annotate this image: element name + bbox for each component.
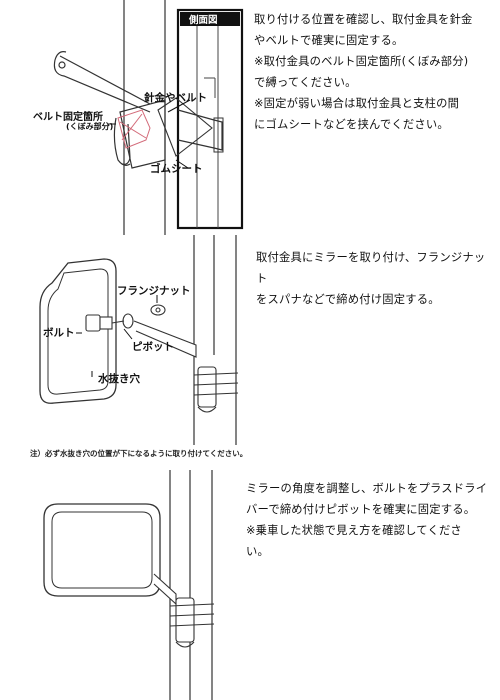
callout-drain-hole: 水抜き穴: [98, 373, 140, 385]
step2-line: をスパナなどで締め付け固定する。: [256, 293, 440, 306]
callout-band-wire: 針金やベルト: [144, 92, 207, 104]
step2-line: 取付金具にミラーを取り付け、フランジナット: [256, 251, 486, 285]
callout-pivot: ピボット: [132, 341, 174, 353]
side-view-header: [180, 12, 240, 26]
step3-instructions: ミラーの角度を調整し、ボルトをプラスドライ バーで締め付けピボットを確実に固定す…: [246, 478, 496, 562]
drain-hole-note: 注）必ず水抜き穴の位置が下になるように取り付けてください。: [30, 449, 248, 458]
step1-line: にゴムシートなどを挟んでください。: [254, 118, 449, 131]
step3-panel: ミラーの角度を調整し、ボルトをプラスドライ バーで締め付けピボットを確実に固定す…: [0, 470, 500, 700]
callout-flange-nut: フランジナット: [117, 285, 191, 297]
bracket-arm: [53, 51, 166, 169]
step1-line: ※取付金具のベルト固定箇所(くぼみ部分): [254, 55, 469, 68]
mirror: [39, 258, 117, 404]
step1-line: やベルトで確実に固定する。: [254, 34, 404, 47]
side-view-frame: [176, 8, 244, 230]
step2-panel: フランジナット ボルト ピボット 水抜き穴 取付金具にミラーを取り付け、フランジ…: [0, 235, 500, 465]
step3-line: ミラーの角度を調整し、ボルトをプラスドライ: [246, 482, 488, 495]
callout-bolt: ボルト: [43, 327, 75, 339]
step3-line: ※乗車した状態で見え方を確認してくださ: [246, 524, 462, 537]
mirror-adjusted: [43, 503, 161, 597]
step3-illustration: [43, 470, 215, 700]
step3-line: い。: [246, 545, 269, 558]
callout-belt-location-sub: (くぼみ部分): [66, 122, 114, 131]
step1-line: ※固定が弱い場合は取付金具と支柱の間: [254, 97, 460, 110]
pole: [123, 0, 166, 235]
callout-rubber-sheet: ゴムシート: [150, 163, 203, 175]
step1-line: 取り付ける位置を確認し、取付金具を針金: [254, 13, 473, 26]
callout-belt-location: ベルト固定箇所: [33, 112, 103, 123]
step2-illustration: [39, 235, 239, 445]
step1-instructions: 取り付ける位置を確認し、取付金具を針金 やベルトで確実に固定する。 ※取付金具の…: [254, 9, 498, 135]
step1-line: で縛ってください。: [254, 76, 357, 89]
step1-illustration: [53, 0, 244, 235]
step3-line: バーで締め付けピボットを確実に固定する。: [246, 503, 476, 516]
side-view-label: 側面図: [189, 15, 218, 26]
step2-instructions: 取付金具にミラーを取り付け、フランジナット をスパナなどで締め付け固定する。: [256, 247, 496, 310]
step1-panel: 側面図 針金やベルト ベルト固定箇所 (くぼみ部分) ゴムシート 取り付ける位置…: [0, 0, 500, 235]
